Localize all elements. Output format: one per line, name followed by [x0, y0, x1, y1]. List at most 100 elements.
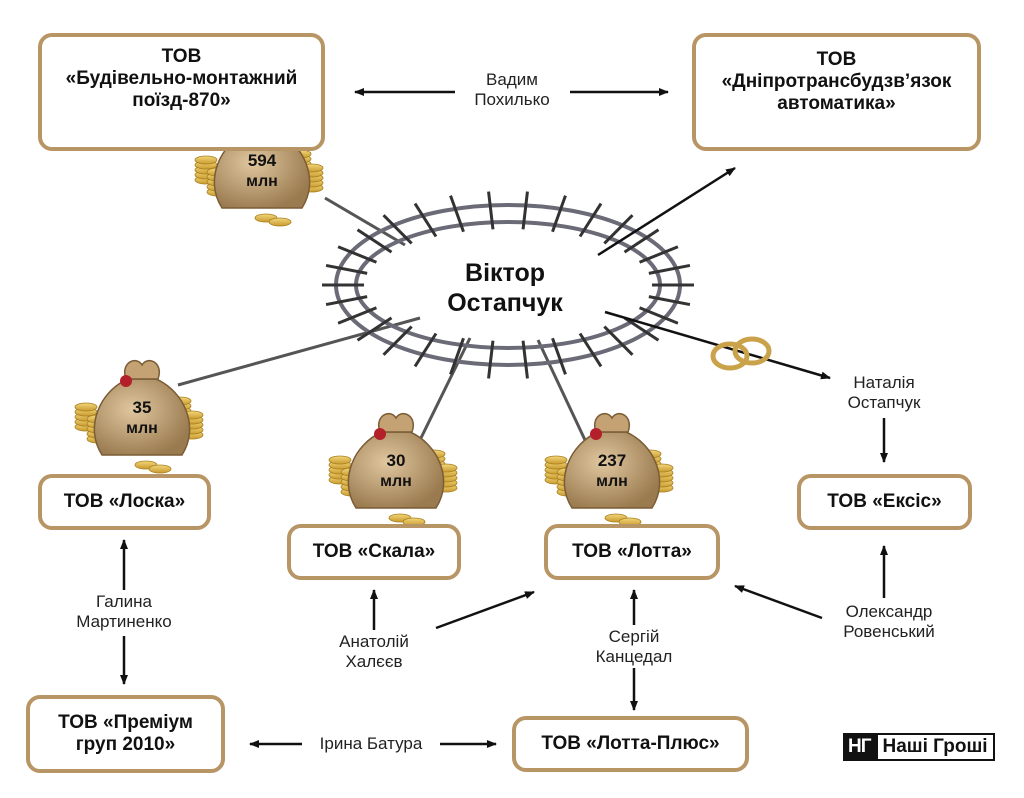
coin-icon — [148, 464, 172, 474]
rail-tie — [413, 332, 438, 368]
person-serhiy-line1: Сергій — [608, 627, 660, 646]
company-box-lotta-plus: ТОВ «Лотта-Плюс» — [512, 716, 749, 772]
company-box-lotta: ТОВ «Лотта» — [544, 524, 720, 580]
person-oleksandr-line1: Олександр — [845, 602, 933, 621]
rail-tie — [578, 202, 603, 238]
rail-tie — [382, 325, 413, 356]
company-premium-line2: груп 2010» — [75, 734, 176, 755]
company-premium-line1: ТОВ «Преміум — [58, 712, 193, 733]
bag-amount-unit: млн — [126, 420, 158, 437]
rail-tie — [648, 295, 691, 307]
company-bmp870-line2: «Будівельно-монтажний — [65, 68, 298, 89]
rail-tie — [356, 228, 393, 254]
rail-tie — [449, 195, 465, 233]
rail-tie — [578, 332, 603, 368]
bag-neck-icon — [123, 359, 161, 380]
rail-tie — [325, 263, 368, 275]
logo-mark: НГ — [843, 733, 876, 761]
company-dniprotrans-line2: «Дніпротрансбудзв’язок — [721, 71, 952, 92]
wax-seal-icon — [374, 428, 386, 440]
company-loska-label: ТОВ «Лоска» — [63, 491, 186, 512]
coin-icon — [544, 455, 568, 465]
person-serhiy-line2: Канцедал — [595, 647, 673, 666]
bag-neck-icon — [593, 412, 631, 433]
rail-tie — [638, 245, 679, 264]
coin-icon — [194, 155, 218, 165]
logo-name: Наші Гроші — [875, 733, 995, 761]
company-lotta-label: ТОВ «Лотта» — [572, 541, 692, 562]
center-person-name: Віктор Остапчук — [430, 258, 580, 318]
arrow-center-dniprotrans — [597, 166, 736, 257]
bag-amount-value: 35 — [133, 398, 152, 417]
rail-tie — [487, 340, 495, 379]
company-lotta-plus-label: ТОВ «Лотта-Плюс» — [541, 733, 720, 754]
bag-amount-value: 30 — [387, 451, 406, 470]
bag-body-icon — [347, 431, 445, 509]
company-dniprotrans-line3: автоматика» — [777, 93, 896, 114]
coin-icon — [74, 402, 98, 412]
arrow-anatoliy-lotta — [435, 590, 535, 630]
company-box-skala: ТОВ «Скала» — [287, 524, 461, 580]
person-anatoliy-line1: Анатолій — [339, 632, 409, 651]
rail-tie — [449, 337, 465, 375]
rail-tie — [521, 340, 529, 379]
bag-amount-value: 594 — [248, 151, 277, 170]
person-natalia-line1: Наталія — [853, 373, 915, 392]
railway-ring — [322, 191, 694, 379]
person-vadym-line1: Вадим — [486, 70, 538, 89]
wedding-rings-icon — [710, 336, 772, 371]
wax-seal-icon — [590, 428, 602, 440]
person-halyna-line1: Галина — [96, 592, 152, 611]
rail-tie — [337, 306, 378, 325]
coin-icon — [328, 455, 352, 465]
money-bag-bag30: 30 млн — [328, 412, 458, 527]
company-box-loska: ТОВ «Лоска» — [38, 474, 211, 530]
money-bag-bag35: 35 млн — [74, 359, 204, 474]
person-natalia: Наталія Остапчук — [826, 373, 942, 413]
person-halyna: Галина Мартиненко — [54, 592, 194, 632]
wax-seal-icon — [120, 375, 132, 387]
company-bmp870-line1: ТОВ — [161, 46, 202, 67]
rail-tie — [603, 325, 634, 356]
company-box-eksis: ТОВ «Ексіс» — [797, 474, 972, 530]
rail-tie — [551, 195, 567, 233]
bag-amount-value: 237 — [598, 451, 626, 470]
coin-icon — [268, 217, 292, 227]
person-oleksandr-line2: Ровенський — [843, 622, 935, 641]
rail-tie — [325, 295, 368, 307]
rail-tie — [487, 191, 495, 230]
person-iryna-name: Ірина Батура — [319, 734, 423, 753]
rail-tie — [603, 214, 634, 245]
company-box-premium: ТОВ «Преміум груп 2010» — [26, 695, 225, 773]
person-vadym-line2: Похилько — [474, 90, 550, 109]
person-oleksandr: Олександр Ровенський — [824, 602, 954, 642]
bag-body-icon — [93, 378, 191, 456]
rail-tie — [551, 337, 567, 375]
rail-tie — [337, 245, 378, 264]
company-dniprotrans-line1: ТОВ — [816, 49, 857, 70]
rail-tie — [623, 316, 660, 342]
rail-tie — [413, 202, 438, 238]
company-eksis-label: ТОВ «Ексіс» — [827, 491, 942, 512]
company-box-bmp870: ТОВ «Будівельно-монтажний поїзд-870» — [38, 33, 325, 151]
person-natalia-line2: Остапчук — [847, 393, 921, 412]
person-anatoliy: Анатолій Халєєв — [318, 632, 430, 672]
center-name-line2: Остапчук — [447, 289, 563, 317]
person-vadym: Вадим Похилько — [452, 70, 572, 110]
bag-amount-unit: млн — [380, 473, 412, 490]
person-serhiy: Сергій Канцедал — [580, 627, 688, 667]
center-name-line1: Віктор — [465, 259, 545, 287]
rail-tie — [521, 191, 529, 230]
person-iryna: Ірина Батура — [306, 734, 436, 754]
bag-amount-unit: млн — [246, 173, 278, 190]
bag-neck-icon — [377, 412, 415, 433]
arrow-oleksandr-lotta — [734, 584, 823, 620]
rail-tie — [382, 214, 413, 245]
rail-tie — [648, 263, 691, 275]
spoke-lines — [177, 196, 587, 441]
bag-body-icon — [563, 431, 661, 509]
rail-tie — [623, 228, 660, 254]
person-halyna-line2: Мартиненко — [76, 612, 172, 631]
